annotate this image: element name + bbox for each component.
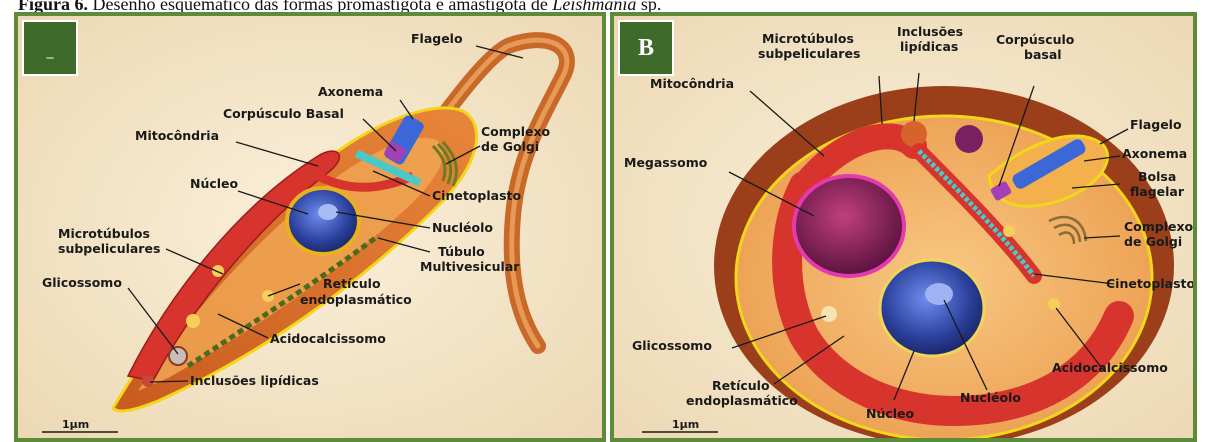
scale-label: 1µm [672, 418, 699, 431]
label-corpusculo-line1: Corpúsculo [996, 32, 1075, 47]
label-cinetoplasto: Cinetoplasto [432, 188, 521, 203]
label-nucleo: Núcleo [190, 176, 239, 191]
label-complexo-line1: Complexo [1124, 219, 1193, 234]
panel-b-amastigote: Microtúbulos subpeliculares Inclusões li… [610, 12, 1197, 442]
lipid-inclusion [901, 121, 927, 147]
label-bolsa-line2: flagelar [1130, 184, 1185, 199]
label-microtubulos-line1: Microtúbulos [762, 31, 854, 46]
label-mitocondria: Mitocôndria [135, 128, 219, 143]
label-reticulo-line2: endoplasmático [300, 292, 412, 307]
vacuole [955, 125, 983, 153]
nucleus [880, 260, 984, 356]
vesicle [212, 265, 224, 277]
label-acidocalcissomo: Acidocalcissomo [270, 331, 386, 346]
label-glicossomo: Glicossomo [632, 338, 712, 353]
lipid-inclusion [142, 375, 154, 387]
panel-a-promastigote: Flagelo Axonema Corpúsculo Basal Mitocôn… [14, 12, 606, 442]
label-microtubulos-line2: subpeliculares [758, 46, 860, 61]
label-reticulo-line2: endoplasmático [686, 393, 798, 408]
label-nucleolo: Nucléolo [960, 390, 1021, 405]
label-tubulo-line2: Multivesicular [420, 259, 520, 274]
label-reticulo-line1: Retículo [712, 378, 770, 393]
label-corpusculo-line2: basal [1024, 47, 1062, 62]
label-complexo-line2: de Golgi [481, 139, 539, 154]
label-corpusculo-basal: Corpúsculo Basal [223, 106, 344, 121]
glycosome [821, 306, 837, 322]
label-nucleolo: Nucléolo [432, 220, 493, 235]
vesicle [1003, 225, 1015, 237]
panel-a-badge: – [22, 20, 78, 76]
promastigote-diagram: Flagelo Axonema Corpúsculo Basal Mitocôn… [18, 16, 602, 438]
label-flagelo: Flagelo [1130, 117, 1182, 132]
scale-label: 1µm [62, 418, 89, 431]
label-inclusoes-line2: lipídicas [900, 39, 958, 54]
label-tubulo-line1: Túbulo [438, 244, 485, 259]
label-inclusoes-lipidicas: Inclusões lipídicas [190, 373, 319, 388]
nucleolus [318, 204, 338, 220]
megasome [794, 176, 904, 276]
label-cinetoplasto: Cinetoplasto [1106, 276, 1193, 291]
label-acidocalcissomo: Acidocalcissomo [1052, 360, 1168, 375]
label-axonema: Axonema [318, 84, 383, 99]
label-microtubulos-line2: subpeliculares [58, 241, 160, 256]
label-reticulo-line1: Retículo [323, 276, 381, 291]
acidocalcisome [1048, 298, 1060, 310]
label-nucleo: Núcleo [866, 406, 915, 421]
label-mitocondria: Mitocôndria [650, 76, 734, 91]
label-axonema: Axonema [1122, 146, 1187, 161]
label-bolsa-line1: Bolsa [1138, 169, 1176, 184]
label-complexo-line2: de Golgi [1124, 234, 1182, 249]
panel-b-badge: B [618, 20, 674, 76]
glycosome [169, 347, 187, 365]
nucleolus [925, 283, 953, 305]
label-glicossomo: Glicossomo [42, 275, 122, 290]
amastigote-diagram: Microtúbulos subpeliculares Inclusões li… [614, 16, 1193, 438]
vesicle [186, 314, 200, 328]
label-flagelo: Flagelo [411, 31, 463, 46]
label-complexo-line1: Complexo [481, 124, 551, 139]
label-microtubulos-line1: Microtúbulos [58, 226, 150, 241]
label-megassomo: Megassomo [624, 155, 708, 170]
label-inclusoes-line1: Inclusões [897, 24, 963, 39]
nucleus [287, 188, 359, 254]
